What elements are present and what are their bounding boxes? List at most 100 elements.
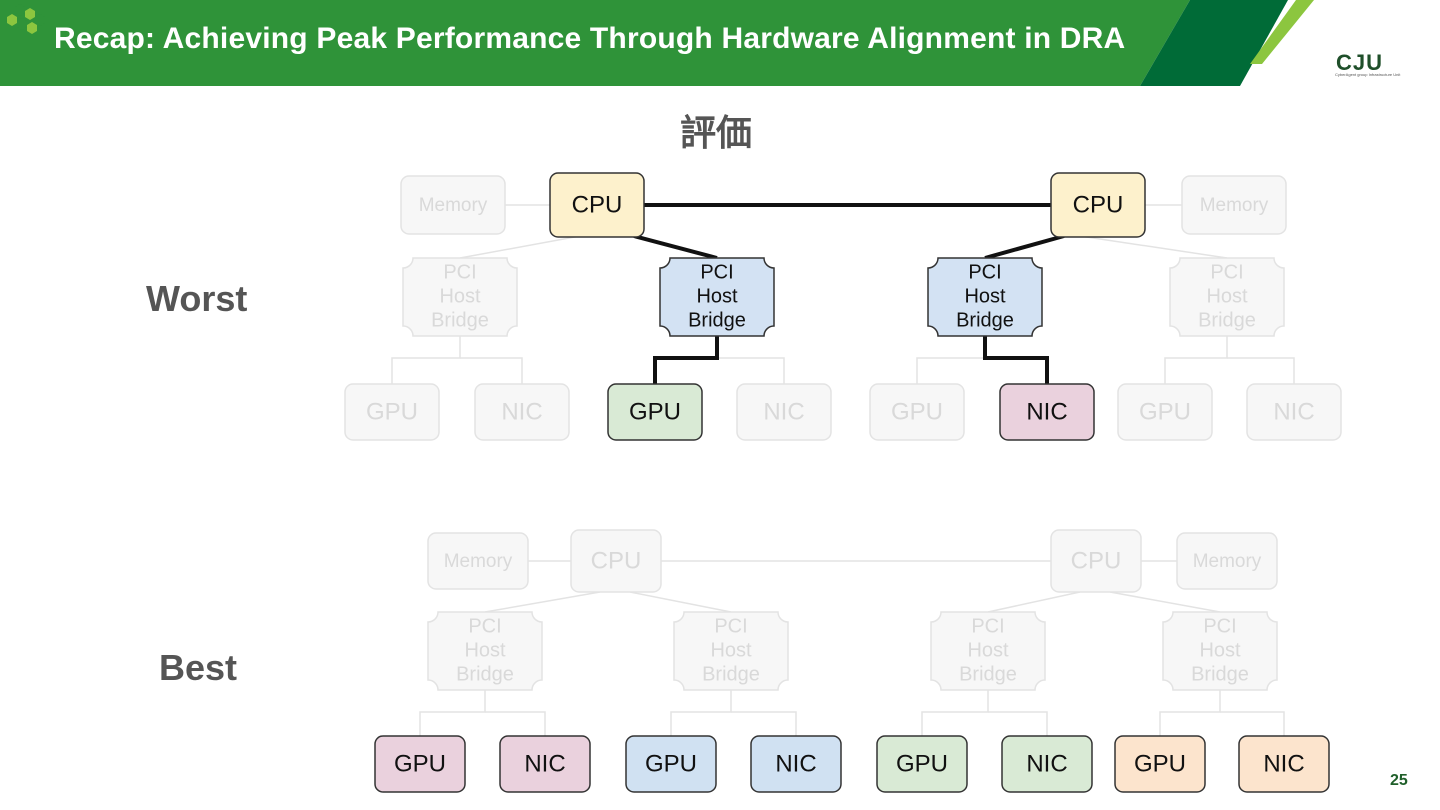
best-gpu-1 (374, 735, 466, 793)
best-nic-1 (499, 735, 591, 793)
worst-pci-2-line2: Host (696, 285, 738, 307)
best-nic-2-label: NIC (775, 750, 816, 777)
worst-label: Worst (146, 278, 248, 319)
best-pci-1-line3: Bridge (456, 663, 514, 685)
worst-gpu-2-label: GPU (629, 398, 681, 425)
worst-nic-4 (1246, 383, 1342, 441)
best-gpu-3-label: GPU (896, 750, 948, 777)
worst-pci1-gpu1-link (391, 336, 461, 384)
best-pci1-nic-link (485, 711, 546, 737)
best-cpu-pci2-link (629, 591, 732, 613)
best-nic-1-label: NIC (524, 750, 565, 777)
worst-gpu-1 (344, 383, 440, 441)
best-cpu-left-label: CPU (591, 547, 642, 574)
best-cpu-pci1-link (484, 591, 601, 613)
worst-pci-4-line1: PCI (1210, 261, 1243, 283)
worst-cpu-right-label: CPU (1073, 191, 1124, 218)
worst-nic-4-label: NIC (1273, 398, 1314, 425)
best-gpu-2 (625, 735, 717, 793)
best-nic-4-label: NIC (1263, 750, 1304, 777)
best-pci1-gpu-link (419, 690, 486, 737)
worst-pci-3 (927, 257, 1043, 337)
best-nic-2 (750, 735, 842, 793)
worst-pci3-gpu3-link (916, 357, 985, 384)
worst-gpu-2 (607, 383, 703, 441)
slide-title: Recap: Achieving Peak Performance Throug… (54, 22, 1126, 55)
best-nic-3-label: NIC (1026, 750, 1067, 777)
worst-nic-2 (736, 383, 832, 441)
worst-memory-right-label: Memory (1200, 195, 1269, 216)
worst-pci-4 (1169, 257, 1285, 337)
best-nic-3 (1001, 735, 1093, 793)
worst-pci2-gpu-link (653, 336, 719, 384)
worst-gpu-4-label: GPU (1139, 398, 1191, 425)
worst-pci2-nic2-link (717, 357, 785, 384)
best-nic-4 (1238, 735, 1330, 793)
best-pci-4-line1: PCI (1203, 615, 1236, 637)
best-label: Best (159, 647, 238, 688)
worst-pci-3-line2: Host (964, 285, 1006, 307)
worst-pci-3-line3: Bridge (956, 309, 1014, 331)
best-gpu-2-label: GPU (645, 750, 697, 777)
worst-gpu-1-label: GPU (366, 398, 418, 425)
best-pci-2-line3: Bridge (702, 663, 760, 685)
best-memory-left (427, 532, 529, 590)
worst-pci-1-line1: PCI (443, 261, 476, 283)
worst-cpu-right (1050, 172, 1146, 238)
best-cpu-right-label: CPU (1071, 547, 1122, 574)
worst-memory-right (1181, 175, 1287, 235)
best-pci-1-line1: PCI (468, 615, 501, 637)
best-cpu-pci4-link (1109, 591, 1221, 613)
best-pci-1 (427, 611, 543, 691)
best-pci-3-line1: PCI (971, 615, 1004, 637)
worst-gpu-3-label: GPU (891, 398, 943, 425)
worst-pci-2-line1: PCI (700, 261, 733, 283)
best-pci-4 (1162, 611, 1278, 691)
worst-pci3-nic-link (983, 336, 1049, 384)
best-pci-3-line2: Host (967, 639, 1009, 661)
best-pci-3 (930, 611, 1046, 691)
worst-nic-1-label: NIC (501, 398, 542, 425)
best-pci-2-line1: PCI (714, 615, 747, 637)
best-cpu-pci3-link (987, 591, 1081, 613)
worst-cpu-left-label: CPU (572, 191, 623, 218)
worst-memory-left (400, 175, 506, 235)
worst-pci-1-line2: Host (439, 285, 481, 307)
best-pci2-nic-link (731, 711, 797, 737)
worst-pci4-gpu4-link (1164, 336, 1228, 384)
best-pci-2 (673, 611, 789, 691)
best-memory-right (1176, 532, 1278, 590)
best-pci-2-line2: Host (710, 639, 752, 661)
best-pci4-gpu-link (1159, 690, 1221, 737)
worst-pci-2 (659, 257, 775, 337)
best-memory-right-label: Memory (1193, 551, 1262, 572)
worst-cpu-pci2-link (633, 234, 718, 260)
logo-subtitle: CyberAgent group Infrastructure Unit (1335, 72, 1401, 77)
best-pci-1-line2: Host (464, 639, 506, 661)
worst-pci-4-line3: Bridge (1198, 309, 1256, 331)
worst-gpu-4 (1117, 383, 1213, 441)
worst-cpu-pci1-link (459, 235, 581, 259)
slide-header: Recap: Achieving Peak Performance Throug… (0, 0, 1440, 86)
worst-memory-left-label: Memory (419, 195, 488, 216)
best-gpu-3 (876, 735, 968, 793)
best-pci3-gpu-link (921, 690, 989, 737)
evaluation-subtitle: 評価 (680, 113, 753, 154)
best-pci4-nic-link (1220, 711, 1285, 737)
worst-gpu-3 (869, 383, 965, 441)
best-pci-4-line2: Host (1199, 639, 1241, 661)
worst-pci-4-line2: Host (1206, 285, 1248, 307)
company-logo-icon (7, 4, 45, 34)
best-gpu-4 (1114, 735, 1206, 793)
worst-pci-1 (402, 257, 518, 337)
worst-cpu-pci4-link (1079, 235, 1228, 259)
best-gpu-1-label: GPU (394, 750, 446, 777)
worst-nic-2-label: NIC (763, 398, 804, 425)
worst-pci-2-line3: Bridge (688, 309, 746, 331)
best-memory-left-label: Memory (444, 551, 513, 572)
best-pci-4-line3: Bridge (1191, 663, 1249, 685)
worst-pci1-nic1-link (460, 357, 523, 384)
best-cpu-left (570, 529, 662, 593)
worst-nic-1 (474, 383, 570, 441)
